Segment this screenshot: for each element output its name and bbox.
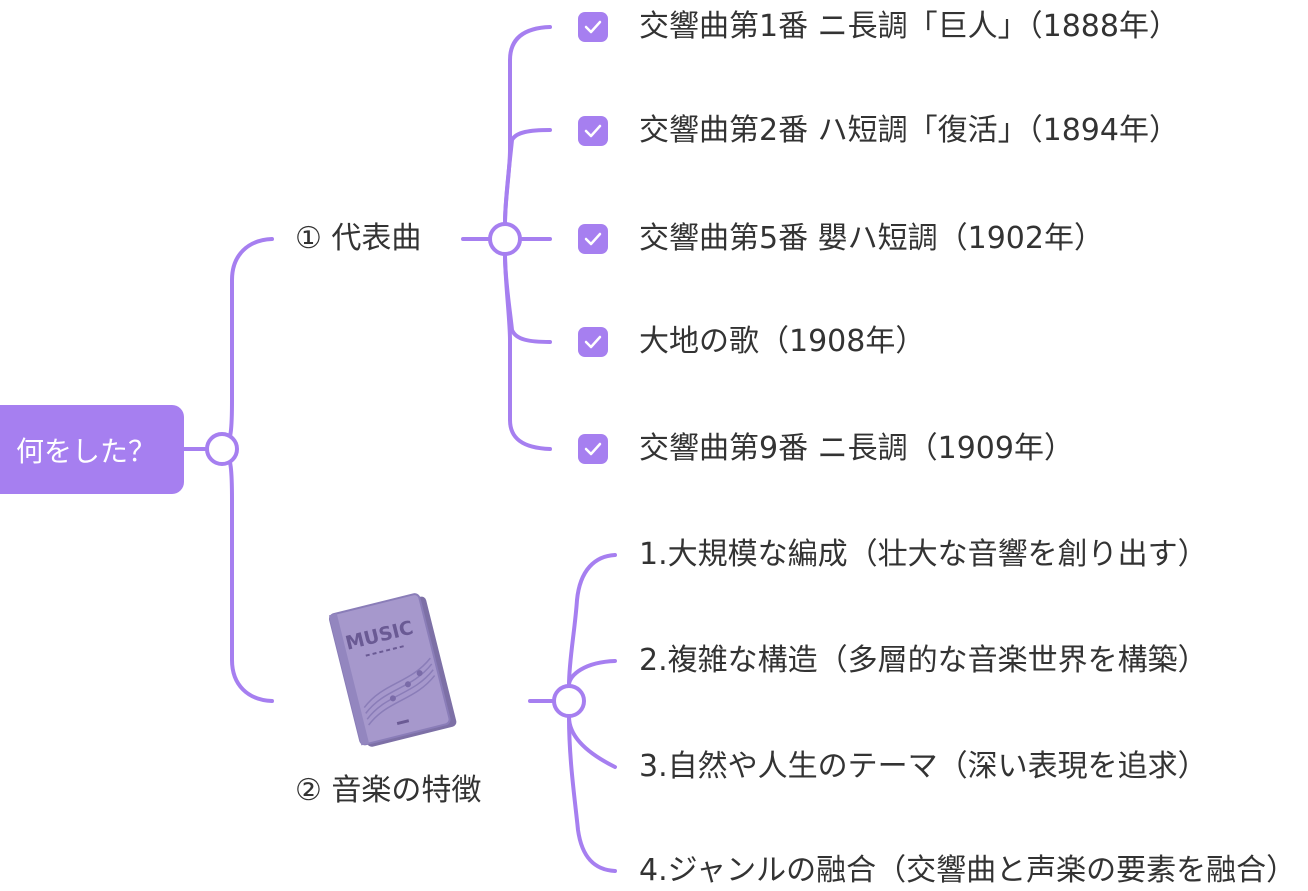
leaf-text: 交響曲第5番 嬰ハ短調（1902年）	[639, 221, 1104, 256]
root-label: 何をした？	[15, 434, 156, 468]
leaf-text: 交響曲第1番 ニ長調「巨人」（1888年）	[639, 9, 1179, 44]
leaf-das-lied[interactable]: 大地の歌（1908年）	[578, 322, 925, 362]
checkbox-checked-icon[interactable]	[578, 224, 608, 254]
checkbox-checked-icon[interactable]	[578, 12, 608, 42]
root-node[interactable]: 何をした？	[0, 405, 184, 494]
branch-1-connector-node	[488, 222, 522, 256]
checkbox-checked-icon[interactable]	[578, 327, 608, 357]
music-book-icon: MUSIC	[326, 586, 472, 756]
leaf-symphony-9[interactable]: 交響曲第9番 ニ長調（1909年）	[578, 429, 1074, 469]
checkbox-checked-icon[interactable]	[578, 116, 608, 146]
feature-item-2[interactable]: 2.複雑な構造（多層的な音楽世界を構築）	[639, 643, 1208, 678]
feature-item-3[interactable]: 3.自然や人生のテーマ（深い表現を追求）	[639, 749, 1208, 784]
leaf-symphony-5[interactable]: 交響曲第5番 嬰ハ短調（1902年）	[578, 219, 1104, 259]
branch-representative-works[interactable]: ① 代表曲	[295, 221, 422, 256]
leaf-text: 交響曲第9番 ニ長調（1909年）	[639, 431, 1074, 466]
leaf-text: 大地の歌（1908年）	[639, 324, 926, 359]
feature-item-4[interactable]: 4.ジャンルの融合（交響曲と声楽の要素を融合）	[639, 853, 1297, 888]
branch-2-connector-node	[552, 684, 586, 718]
checkbox-checked-icon[interactable]	[578, 434, 608, 464]
branch-music-features[interactable]: ② 音楽の特徴	[295, 773, 482, 808]
leaf-symphony-1[interactable]: 交響曲第1番 ニ長調「巨人」（1888年）	[578, 7, 1179, 47]
feature-item-1[interactable]: 1.大規模な編成（壮大な音響を創り出す）	[639, 537, 1208, 572]
leaf-text: 交響曲第2番 ハ短調「復活」（1894年）	[639, 113, 1179, 148]
leaf-symphony-2[interactable]: 交響曲第2番 ハ短調「復活」（1894年）	[578, 111, 1179, 151]
root-connector-node	[205, 432, 239, 466]
